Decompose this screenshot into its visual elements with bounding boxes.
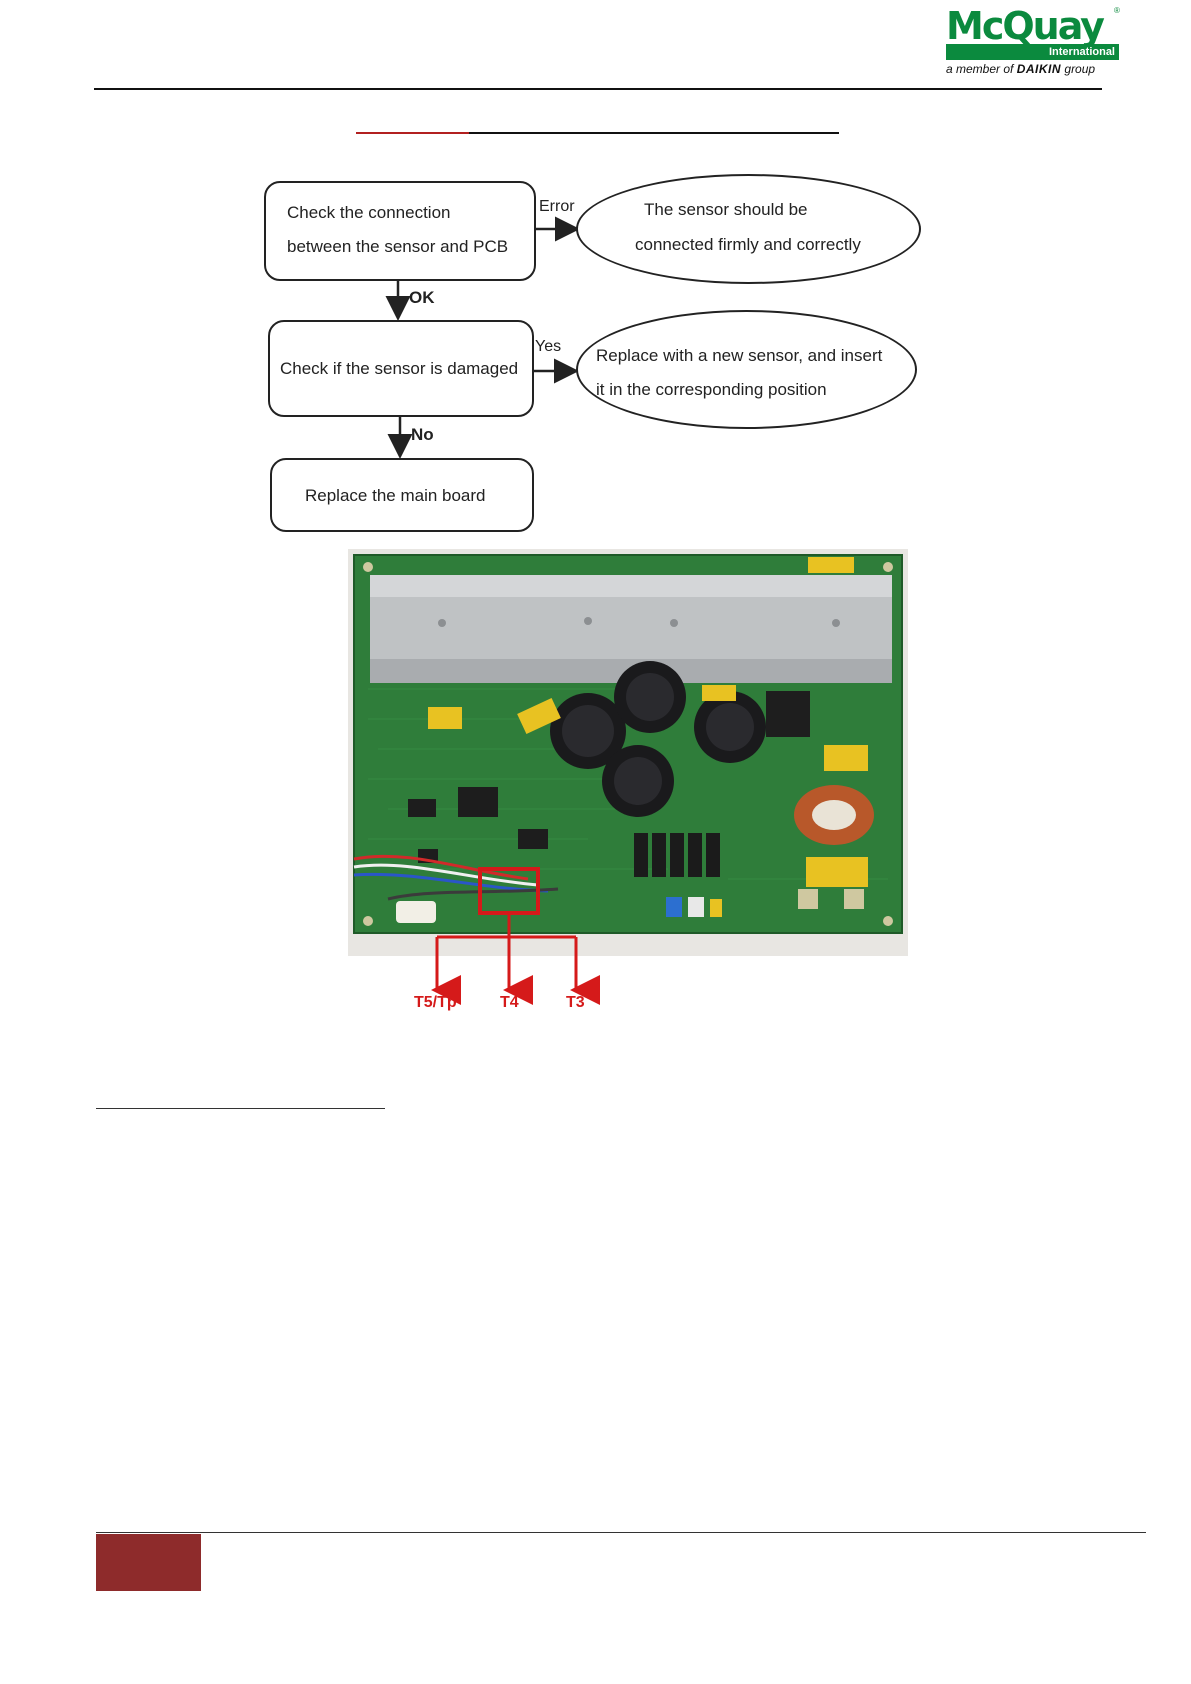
pcb-illustration <box>353 554 903 934</box>
label-t5-tp: T5/Tp <box>414 994 457 1011</box>
result-connect-sensor-line2: connected firmly and correctly <box>635 235 861 254</box>
footer-divider <box>96 1532 1146 1533</box>
note-heading-underline <box>96 1108 385 1109</box>
step-check-damage: Check if the sensor is damaged <box>268 320 534 417</box>
edge-label-no: No <box>411 425 434 444</box>
label-t3: T3 <box>566 994 585 1011</box>
step-replace-board: Replace the main board <box>270 458 534 532</box>
section-title-underline <box>356 132 839 134</box>
result-replace-sensor: Replace with a new sensor, and insert it… <box>576 310 917 429</box>
edge-label-ok: OK <box>409 288 435 307</box>
sensor-leader-lines <box>431 913 600 1005</box>
edge-label-error: Error <box>539 198 575 215</box>
pcb-photo <box>348 549 908 956</box>
step-replace-board-text: Replace the main board <box>305 486 486 505</box>
step-check-connection-line2: between the sensor and PCB <box>287 237 509 256</box>
result-connect-sensor: The sensor should be connected firmly an… <box>576 174 921 284</box>
result-replace-sensor-line1: Replace with a new sensor, and insert <box>596 346 883 365</box>
label-t4: T4 <box>500 994 519 1011</box>
logo-member-brand: DAIKIN <box>1016 62 1062 76</box>
section-title-accent <box>356 132 469 134</box>
logo-member-suffix: group <box>1064 62 1096 76</box>
logo-wordmark: McQuay <box>946 4 1105 48</box>
logo-registered-mark: ® <box>1114 6 1120 15</box>
step-check-damage-text: Check if the sensor is damaged <box>280 359 519 378</box>
result-connect-sensor-line1: The sensor should be <box>644 200 808 219</box>
mcquay-logo: McQuay ® International a member of DAIKI… <box>946 6 1126 78</box>
toroid-coil <box>794 785 874 845</box>
logo-member-line: a member of DAIKIN group <box>946 62 1121 76</box>
edge-label-yes: Yes <box>535 338 562 355</box>
footer-page-block <box>96 1534 201 1591</box>
logo-member-prefix: a member of <box>946 62 1014 76</box>
header-divider <box>94 88 1102 90</box>
electrolytic-capacitors <box>550 661 766 817</box>
step-check-connection: Check the connection between the sensor … <box>264 181 536 281</box>
step-check-connection-line1: Check the connection <box>287 203 451 222</box>
logo-international-bar: International <box>946 44 1119 60</box>
flowchart-connectors <box>385 216 580 459</box>
result-replace-sensor-line2: it in the corresponding position <box>596 380 827 399</box>
